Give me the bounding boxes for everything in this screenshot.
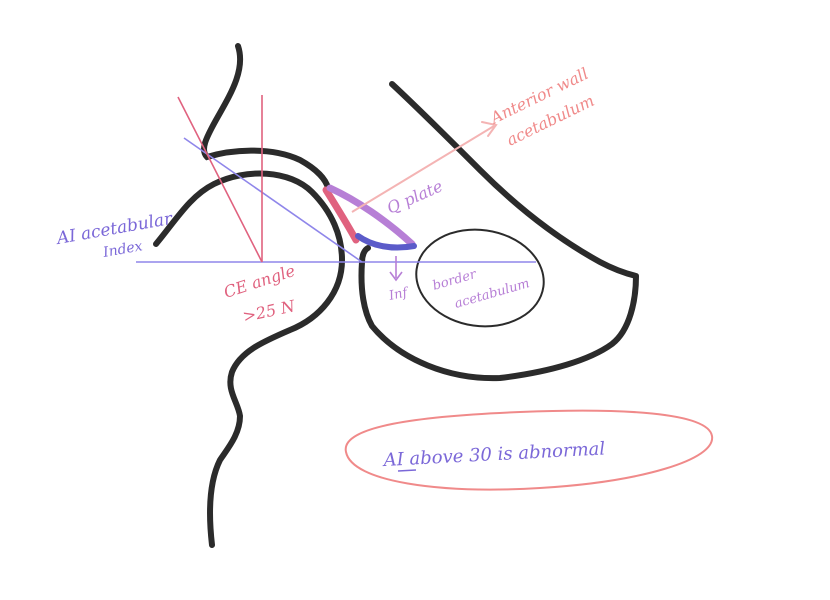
ce-angle-label-line2: >25 N [241, 296, 298, 326]
note-underline [397, 469, 417, 472]
quadrilateral-plate-mark [326, 184, 416, 248]
note-text: AI above 30 is abnormal [381, 438, 606, 471]
anterior-wall-mark [322, 186, 360, 244]
anterior-wall-arrowhead [481, 121, 498, 137]
note-oval [344, 409, 714, 491]
inferior-border-mark [355, 233, 417, 251]
ai-label-line2: Index [101, 238, 144, 261]
inf-border-arrowhead [389, 271, 403, 282]
femoral-head-outline [153, 170, 346, 548]
anterior-wall-arrow [351, 125, 495, 213]
ischium-outline [358, 81, 639, 382]
inf-border-label-line1: Inf [387, 285, 411, 304]
obturator-foramen [415, 228, 545, 328]
acetabular-index-line [183, 137, 363, 263]
inf-border-label-line2: border [431, 267, 479, 294]
ilium-outline [201, 43, 331, 191]
ce-oblique-line [177, 96, 263, 263]
q-plate-label: Q plate [384, 176, 446, 217]
ce-angle-label-line1: CE angle [221, 261, 297, 302]
